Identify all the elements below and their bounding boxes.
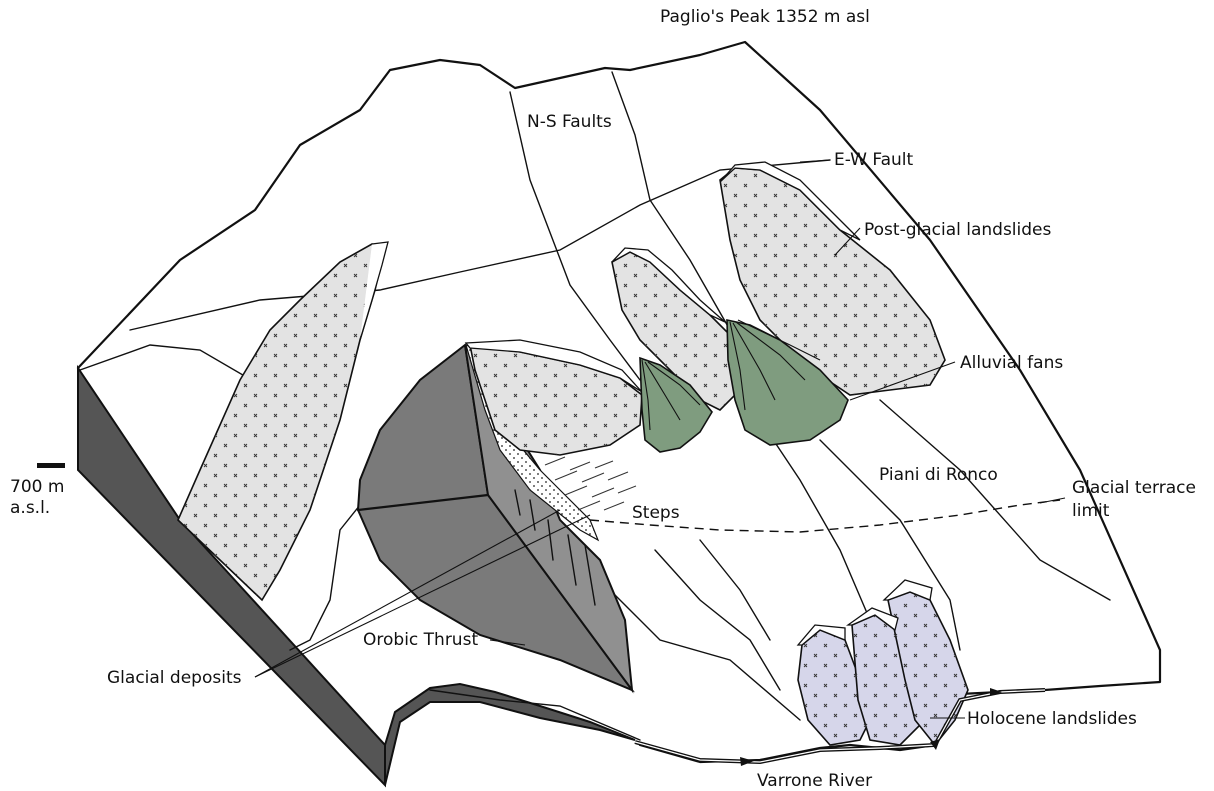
label-ew-fault: E-W Fault	[834, 150, 914, 170]
ns-fault-west	[510, 92, 640, 380]
label-holocene: Holocene landslides	[967, 709, 1137, 729]
label-scale-700m: 700 m	[10, 477, 64, 497]
label-post-glacial: Post-glacial landslides	[864, 220, 1052, 240]
label-terrace-line1: Glacial terrace	[1072, 478, 1196, 498]
contact-line-3	[600, 580, 800, 720]
contact-line-6	[760, 420, 870, 620]
contact-line-4	[655, 550, 780, 690]
label-peak: Paglio's Peak 1352 m asl	[660, 7, 870, 27]
contact-line-1	[80, 345, 260, 385]
label-scale-asl: a.s.l.	[10, 498, 50, 518]
label-alluvial-fans: Alluvial fans	[960, 353, 1063, 373]
label-varrone-river: Varrone River	[757, 771, 872, 791]
contact-line-5	[700, 540, 770, 640]
label-orobic-thrust: Orobic Thrust	[363, 630, 478, 650]
label-steps: Steps	[632, 503, 680, 523]
river-arrow-1	[740, 757, 754, 766]
river-bank-face	[385, 684, 635, 785]
contact-line-8	[880, 400, 1110, 600]
leader-terrace	[1040, 498, 1065, 503]
label-terrace-line2: limit	[1072, 501, 1110, 521]
scale-bar	[37, 463, 65, 468]
label-ns-faults: N-S Faults	[527, 112, 612, 132]
label-glacial-deposits: Glacial deposits	[107, 668, 242, 688]
label-piani-di-ronco: Piani di Ronco	[879, 465, 998, 485]
left-landslide-pattern	[178, 244, 385, 600]
